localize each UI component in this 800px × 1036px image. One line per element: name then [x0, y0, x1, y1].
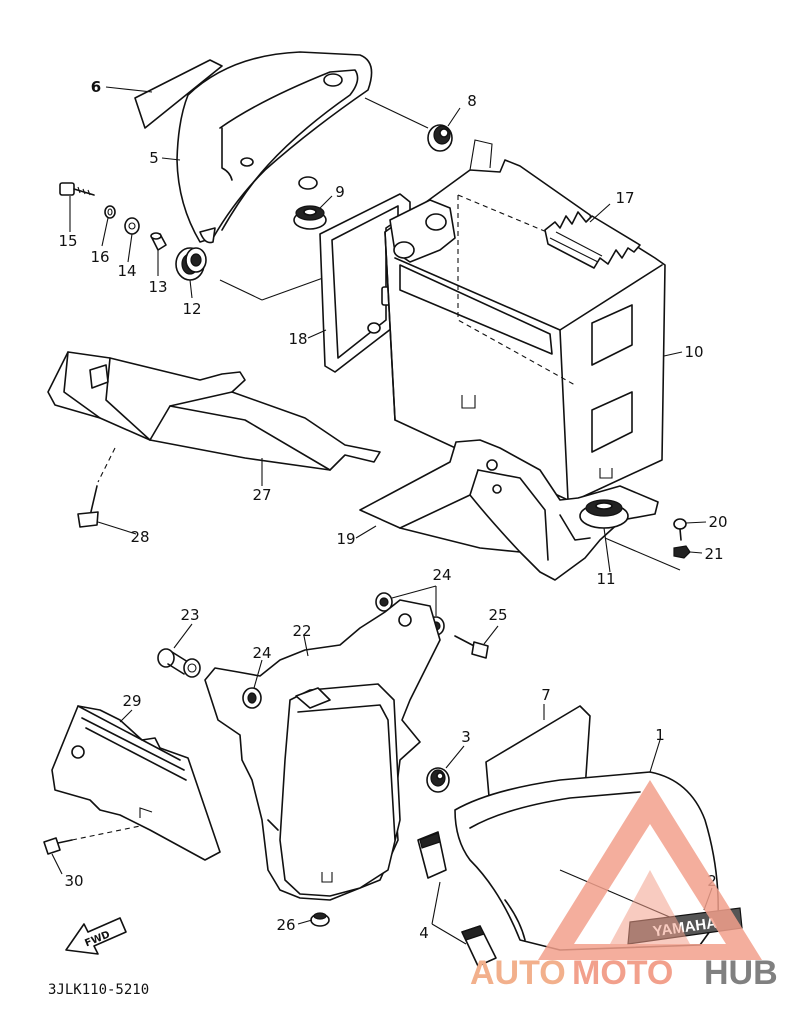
- callout-10: 10: [684, 343, 703, 361]
- part-8-grommet: [427, 124, 453, 152]
- diagram-code: 3JLK110-5210: [48, 982, 149, 998]
- callout-21: 21: [704, 545, 723, 563]
- part-11-grommet: [579, 499, 681, 573]
- part-26-damper: [310, 912, 330, 927]
- callout-27: 27: [252, 486, 271, 504]
- callout-14: 14: [117, 262, 136, 280]
- leader-8: [364, 97, 429, 129]
- callout-9: 9: [335, 183, 345, 201]
- part-25-bolt: [454, 635, 489, 659]
- part-5-side-cover: [176, 51, 373, 244]
- callout-leaders: [51, 86, 713, 925]
- callout-24-left: 24: [252, 644, 271, 662]
- leader-12-to-box: [219, 279, 263, 301]
- callout-15: 15: [58, 232, 77, 250]
- part-30-screw: [43, 825, 141, 855]
- part-16-spring-washer: [104, 205, 116, 219]
- automotohub-watermark: AUTO MOTO HUB: [470, 780, 778, 992]
- part-23-bolt: [157, 648, 201, 678]
- part-29-cover: [51, 705, 221, 861]
- callout-5: 5: [149, 149, 159, 167]
- fwd-arrow-icon: FWD: [65, 917, 127, 955]
- callout-28: 28: [130, 528, 149, 546]
- callout-6: 6: [91, 78, 101, 96]
- part-9-grommet: [293, 205, 327, 230]
- watermark-logo-icon: [538, 780, 762, 960]
- part-4-dampers: [417, 831, 497, 967]
- callout-7: 7: [541, 686, 551, 704]
- part-20-screw: [673, 518, 687, 541]
- callout-18: 18: [288, 330, 307, 348]
- callout-24-upper: 24: [432, 566, 451, 584]
- part-28-bolt: [77, 485, 99, 528]
- callout-26: 26: [276, 916, 295, 934]
- callout-13: 13: [148, 278, 167, 296]
- callout-19: 19: [336, 530, 355, 548]
- callout-12: 12: [182, 300, 201, 318]
- callout-25: 25: [488, 606, 507, 624]
- callout-30: 30: [64, 872, 83, 890]
- callout-20: 20: [708, 513, 727, 531]
- part-13-collar: [150, 232, 167, 251]
- watermark-moto: MOTO: [572, 954, 673, 992]
- callout-23: 23: [180, 606, 199, 624]
- part-22-reservoir-tank: [204, 599, 441, 901]
- callout-17: 17: [615, 189, 634, 207]
- callout-3: 3: [461, 728, 471, 746]
- part-12-grommet: [175, 247, 207, 281]
- part-3-grommet: [426, 767, 450, 793]
- watermark-hub: HUB: [704, 954, 778, 992]
- part-17-foam-pad: [544, 211, 641, 269]
- callout-22: 22: [292, 622, 311, 640]
- part-6-decal: [134, 59, 223, 129]
- callout-8: 8: [467, 92, 477, 110]
- part-14-washer: [124, 217, 140, 235]
- callout-29: 29: [122, 692, 141, 710]
- callout-11: 11: [596, 570, 615, 588]
- callout-4: 4: [419, 924, 429, 942]
- callout-1: 1: [655, 726, 665, 744]
- part-21-nut: [673, 545, 691, 559]
- part-27-guard-plate: [47, 351, 381, 471]
- leader-28: [97, 447, 116, 483]
- part-19-lower-bracket: [359, 439, 659, 581]
- part-24-grommet-left: [242, 687, 262, 709]
- part-15-bolt: [59, 182, 95, 196]
- callout-16: 16: [90, 248, 109, 266]
- watermark-auto: AUTO: [470, 954, 566, 992]
